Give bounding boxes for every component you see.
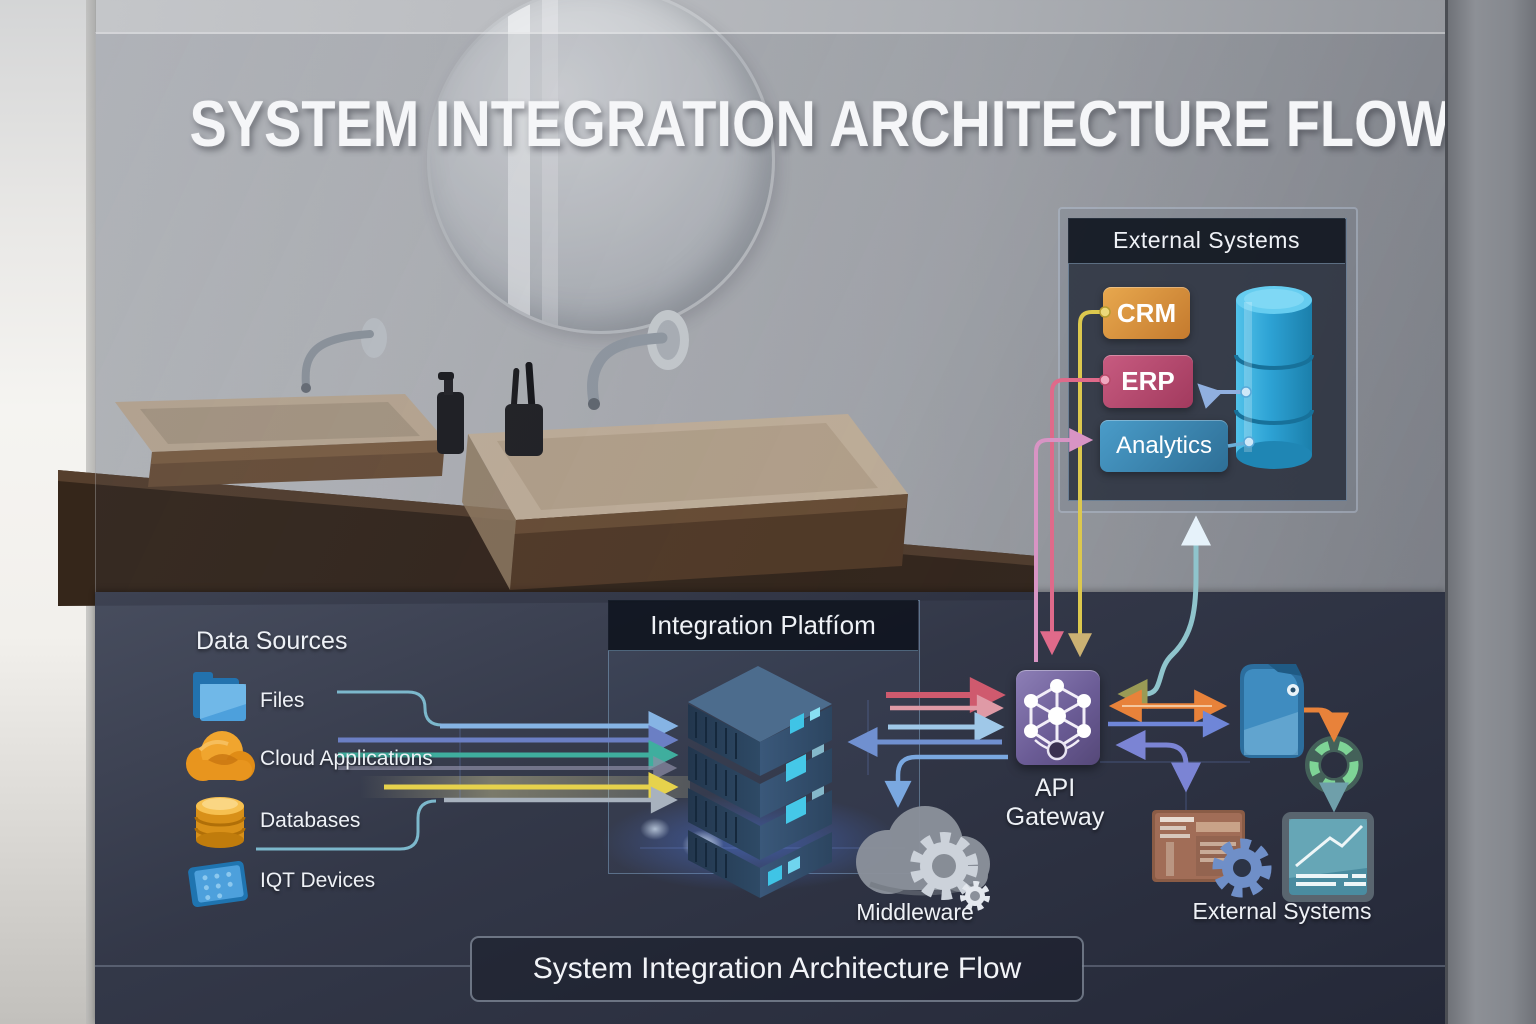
node-analytics: Analytics [1100,420,1228,472]
api-gateway-icon [1016,670,1100,765]
bottom-banner: System Integration Architecture Flow [470,936,1084,1002]
middleware-label: Middleware [856,899,974,925]
data-sources-title: Data Sources [196,627,348,655]
mirror-reflection [508,0,530,331]
node-erp: ERP [1103,355,1193,408]
label-databases: Databases [260,809,361,832]
mirror-reflection [542,0,558,331]
node-crm: CRM [1103,287,1190,339]
external-systems-bottom-label: External Systems [1192,898,1372,924]
wall-edge [1445,0,1536,1024]
label-files: Files [260,689,305,712]
label-iqt-devices: IQT Devices [260,869,376,892]
round-mirror [427,0,775,334]
label-cloud-applications: Cloud Applications [260,747,433,770]
integration-platform-title: Integration Platfíom [608,600,918,651]
divider-line [1082,965,1445,967]
api-gateway-label: API Gateway [1005,774,1105,831]
external-systems-title: External Systems [1068,218,1345,264]
window-light [0,0,95,1024]
page-title: SYSTEM INTEGRATION ARCHITECTURE FLOW [189,87,1451,160]
divider-line [95,965,470,967]
